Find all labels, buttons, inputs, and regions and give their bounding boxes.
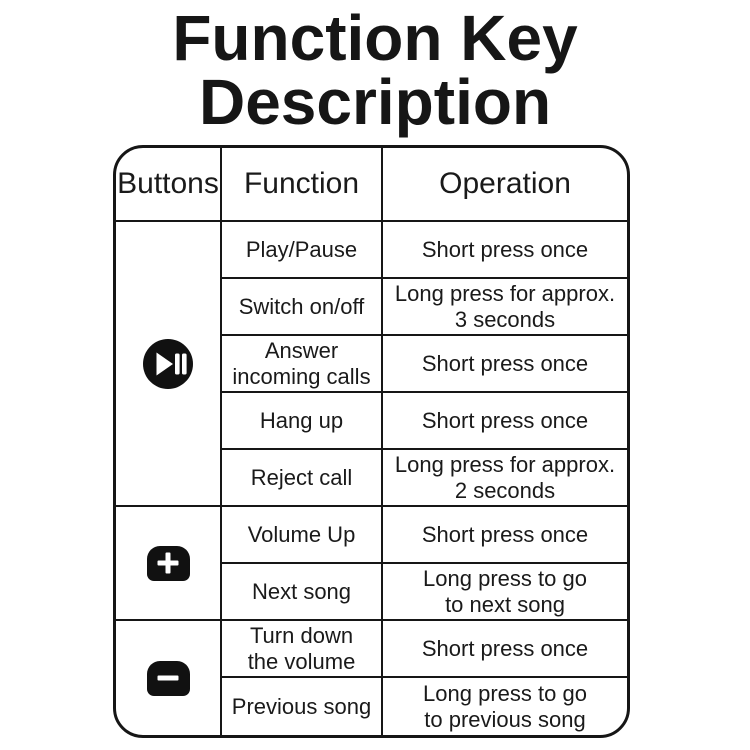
function-key-table: Buttons Function Operation Play/Pause Sh… xyxy=(113,145,630,738)
function-cell: Volume Up xyxy=(222,507,383,564)
minus-horizontal-bar xyxy=(157,675,179,681)
function-cell: Next song xyxy=(222,564,383,621)
column-header-operation: Operation xyxy=(383,148,627,222)
operation-cell: Long press to go to next song xyxy=(383,564,627,621)
function-cell: Answer incoming calls xyxy=(222,336,383,393)
operation-cell: Short press once xyxy=(383,621,627,678)
plus-vertical-bar xyxy=(165,552,171,574)
operation-cell: Short press once xyxy=(383,336,627,393)
page-title: Function Key Description xyxy=(0,0,750,134)
operation-cell: Short press once xyxy=(383,222,627,279)
operation-cell: Short press once xyxy=(383,393,627,450)
operation-cell: Long press for approx. 2 seconds xyxy=(383,450,627,507)
operation-cell: Long press to go to previous song xyxy=(423,680,587,732)
column-header-function: Function xyxy=(222,148,383,222)
column-header-buttons: Buttons xyxy=(116,148,222,222)
button-cell-play-pause xyxy=(116,222,222,507)
minus-key-icon xyxy=(146,660,190,696)
button-cell-volume-down xyxy=(116,621,222,735)
plus-key-icon xyxy=(146,545,190,581)
function-cell: Reject call xyxy=(222,450,383,507)
function-cell: Switch on/off xyxy=(222,279,383,336)
play-pause-icon xyxy=(143,338,193,389)
operation-cell: Short press once xyxy=(383,507,627,564)
function-cell: Turn down the volume xyxy=(222,621,383,678)
function-cell: Hang up xyxy=(222,393,383,450)
page-title-line2: Description xyxy=(198,66,552,138)
function-cell: Previous song xyxy=(222,678,383,735)
button-cell-volume-up xyxy=(116,507,222,621)
function-cell: Play/Pause xyxy=(222,222,383,279)
page-title-line1: Function Key xyxy=(172,2,578,74)
operation-cell: Long press for approx. 3 seconds xyxy=(383,279,627,336)
